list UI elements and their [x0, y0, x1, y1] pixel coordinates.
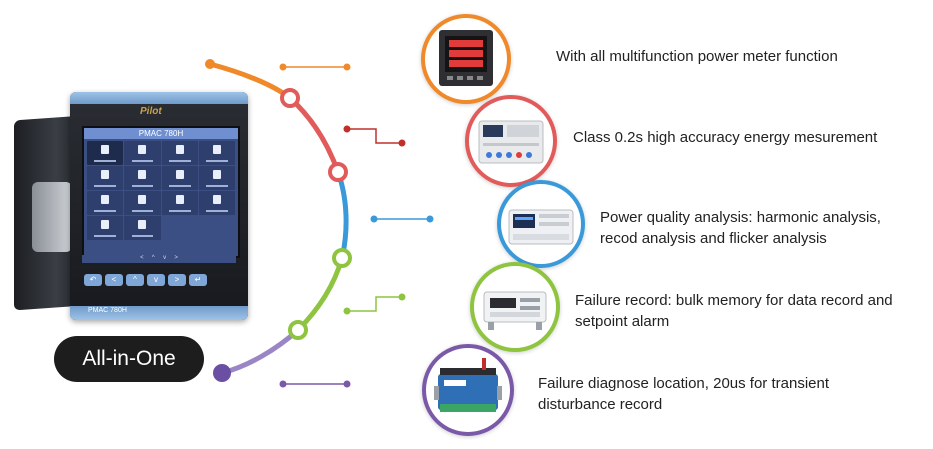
meter-screen: PMAC 780H	[82, 126, 240, 258]
feature-2-text: Class 0.2s high accuracy energy mesureme…	[573, 129, 878, 146]
panel-meter-icon	[439, 30, 493, 86]
meter-key-down: v	[147, 274, 165, 286]
arc-segment-purple	[221, 328, 300, 376]
meter-screen-title: PMAC 780H	[84, 128, 238, 139]
menu-tile	[87, 141, 124, 165]
meter-key-back: ↶	[84, 274, 102, 286]
meter-key-enter: ↵	[189, 274, 207, 286]
menu-tile	[124, 216, 161, 240]
menu-tile	[161, 166, 198, 190]
menu-tile	[198, 191, 235, 215]
io-module-icon	[434, 358, 502, 412]
arc-segment-orange	[209, 61, 292, 100]
connector-1	[279, 63, 351, 71]
feature-1-text: With all multifunction power meter funct…	[556, 48, 838, 65]
analyzer-module-icon	[508, 209, 574, 245]
connector-2	[343, 125, 406, 147]
menu-tile	[87, 191, 124, 215]
all-in-one-badge: All-in-One	[54, 336, 204, 382]
menu-tile	[124, 191, 161, 215]
arc-node-3	[332, 248, 352, 268]
arc-segment-blue	[335, 171, 349, 259]
menu-tile	[198, 141, 235, 165]
meter-menu-grid	[84, 139, 238, 242]
menu-tile	[87, 166, 124, 190]
menu-tile	[124, 166, 161, 190]
arc-segment-green	[296, 257, 345, 332]
feature-5-text: Failure diagnose location, 20us for tran…	[538, 375, 830, 413]
din-rail-meter-icon	[478, 120, 544, 164]
arc-node-4	[288, 320, 308, 340]
menu-tile	[161, 141, 198, 165]
menu-tile	[124, 141, 161, 165]
connector-3	[370, 215, 434, 223]
meter-keypad: ↶ < ^ v > ↵	[84, 274, 207, 286]
connector-4	[343, 293, 406, 315]
meter-model-label: PMAC 780H	[88, 307, 127, 314]
meter-front-panel: Pilot PMAC 780H < ^ v >	[70, 92, 248, 320]
meter-key-right: >	[168, 274, 186, 286]
arc-node-2	[328, 162, 348, 182]
meter-screen-navbar: < ^ v >	[82, 255, 236, 263]
power-meter-device: Pilot PMAC 780H < ^ v >	[14, 92, 254, 324]
meter-brand-logo: Pilot	[140, 106, 162, 117]
meter-mounting-clip	[32, 182, 72, 252]
feature-1-circle	[421, 14, 511, 104]
feature-4-circle	[470, 262, 560, 352]
menu-tile	[161, 191, 198, 215]
arc-start-dot	[205, 59, 215, 69]
menu-tile	[198, 166, 235, 190]
arc-segment-red	[288, 96, 341, 173]
feature-2-circle	[465, 95, 557, 187]
meter-top-trim	[70, 92, 248, 104]
meter-key-up: ^	[126, 274, 144, 286]
recorder-device-icon	[483, 291, 547, 330]
meter-key-left: <	[105, 274, 123, 286]
feature-3-circle	[497, 180, 585, 268]
arc-end-dot	[213, 364, 231, 382]
menu-tile	[87, 216, 124, 240]
meter-bottom-trim	[70, 306, 248, 320]
feature-5-circle	[422, 344, 514, 436]
feature-3-text: Power quality analysis: harmonic analysi…	[600, 209, 881, 247]
feature-4-text: Failure record: bulk memory for data rec…	[575, 292, 893, 330]
connector-5	[279, 380, 351, 388]
arc-node-1	[280, 88, 300, 108]
